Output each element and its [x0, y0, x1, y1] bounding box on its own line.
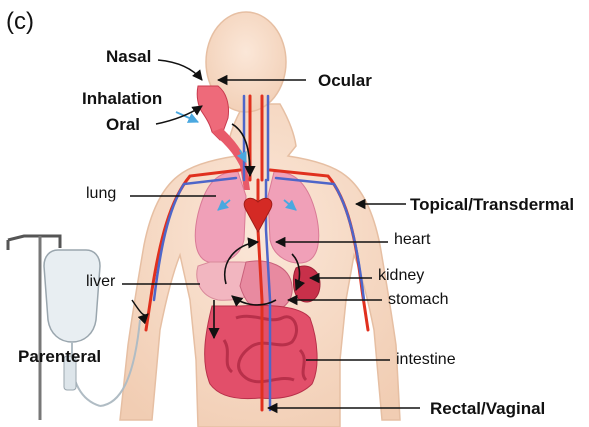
stomach-label: stomach	[388, 292, 448, 308]
lung-label: lung	[86, 186, 116, 202]
liver-label: liver	[86, 274, 115, 290]
nasal-route-label: Nasal	[106, 48, 151, 65]
heart-label: heart	[394, 232, 430, 248]
kidney-label: kidney	[378, 268, 424, 284]
rectal-vaginal-route-label: Rectal/Vaginal	[430, 400, 545, 417]
panel-label: (c)	[6, 10, 34, 34]
intestine-label: intestine	[396, 352, 456, 368]
inhalation-route-label: Inhalation	[82, 90, 162, 107]
iv-bag-illustration	[8, 236, 140, 420]
parenteral-route-label: Parenteral	[18, 348, 101, 365]
topical-transdermal-route-label: Topical/Transdermal	[410, 196, 574, 213]
ocular-route-label: Ocular	[318, 72, 372, 89]
oral-route-label: Oral	[106, 116, 140, 133]
